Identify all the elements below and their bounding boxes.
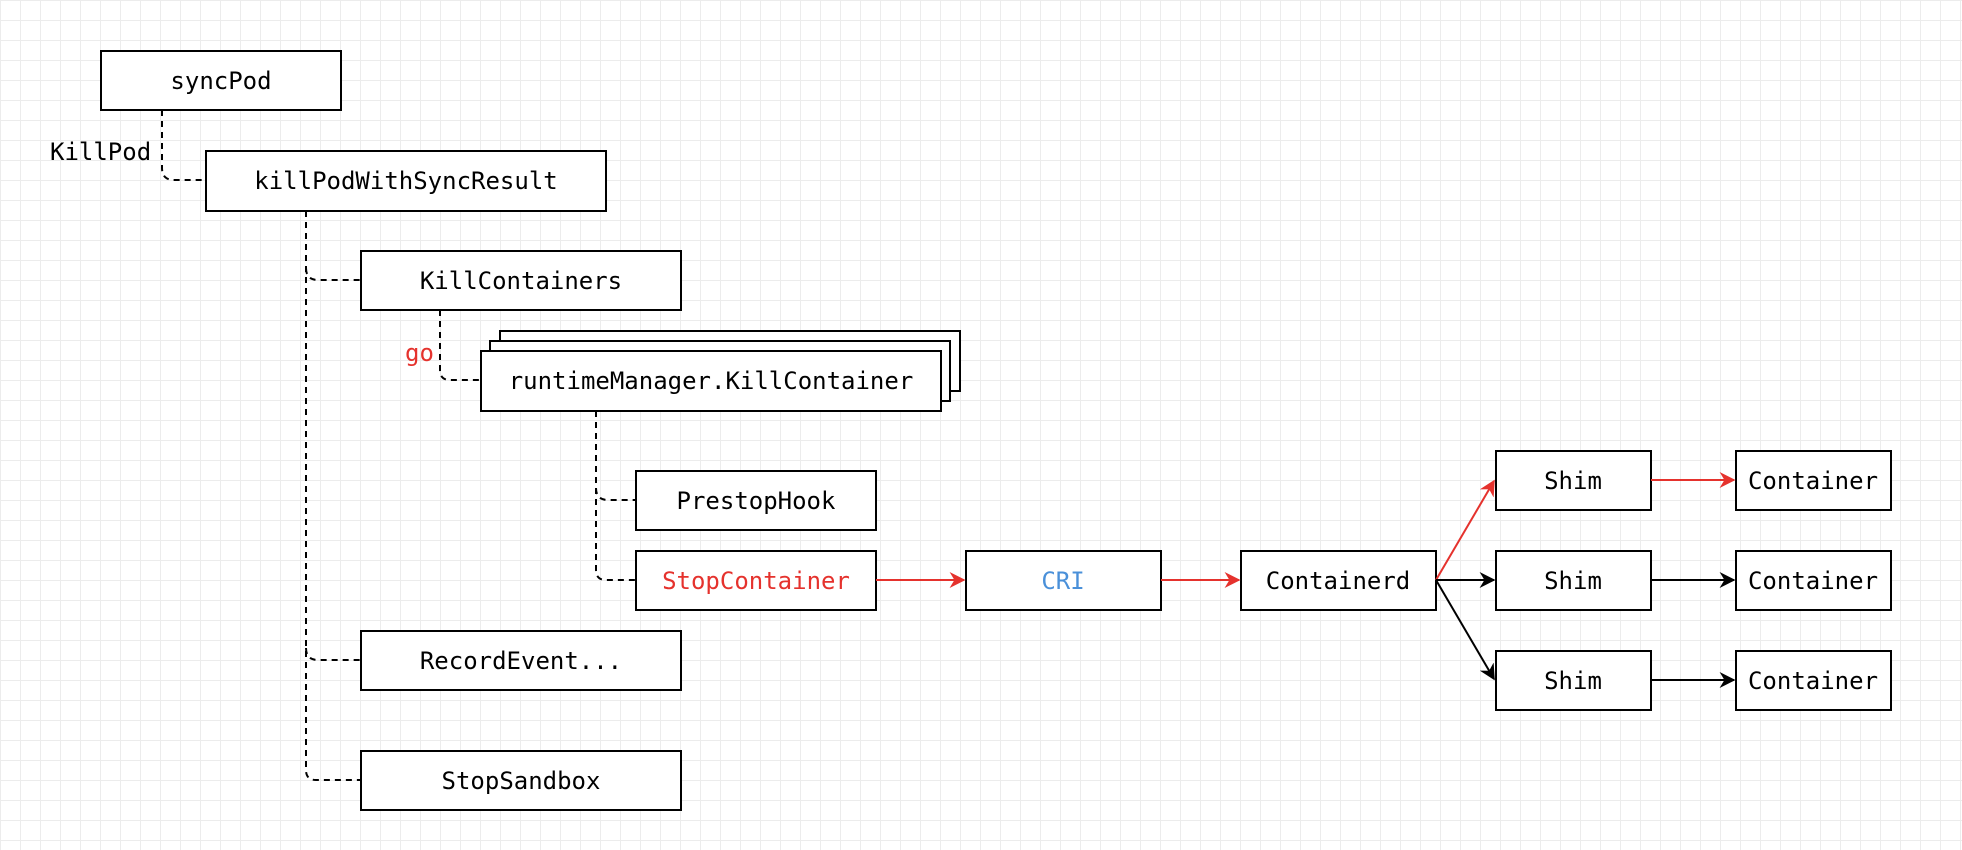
connector-killpodwithsyncresult-trunk [305, 211, 360, 781]
stopsandbox-node: StopSandbox [360, 750, 682, 811]
connector-killcontainer-trunk [595, 411, 636, 581]
arrow-containerd-to-shim-top [1435, 479, 1495, 581]
container-label-middle: Container [1748, 567, 1878, 595]
container-node-middle: Container [1735, 550, 1892, 611]
killcontainer-stack-node: runtimeManager.KillContainer [480, 330, 961, 412]
containerd-label: Containerd [1266, 567, 1411, 595]
stopsandbox-label: StopSandbox [442, 767, 601, 795]
killcontainers-node: KillContainers [360, 250, 682, 311]
shim-label-middle: Shim [1544, 567, 1602, 595]
connector-killcontainers-killcontainer [439, 310, 480, 381]
shim-node-bottom: Shim [1495, 650, 1652, 711]
shim-node-middle: Shim [1495, 550, 1652, 611]
stopcontainer-label: StopContainer [662, 567, 850, 595]
shim-label-bottom: Shim [1544, 667, 1602, 695]
stopcontainer-node: StopContainer [635, 550, 877, 611]
arrow-containerd-to-shim-bottom [1435, 579, 1495, 681]
container-node-bottom: Container [1735, 650, 1892, 711]
recordevent-node: RecordEvent... [360, 630, 682, 691]
shim-node-top: Shim [1495, 450, 1652, 511]
shim-label-top: Shim [1544, 467, 1602, 495]
killpodwithsyncresult-label: killPodWithSyncResult [254, 167, 557, 195]
killpodwithsyncresult-node: killPodWithSyncResult [205, 150, 607, 212]
connector-to-killcontainers [305, 267, 360, 281]
container-node-top: Container [1735, 450, 1892, 511]
go-edge-label: go [405, 339, 434, 367]
connector-to-prestophook [595, 487, 636, 501]
killcontainers-label: KillContainers [420, 267, 622, 295]
cri-label: CRI [1041, 567, 1084, 595]
container-label-top: Container [1748, 467, 1878, 495]
killpod-edge-label: KillPod [50, 138, 151, 166]
connector-to-recordevent [305, 647, 360, 661]
syncpod-label: syncPod [170, 67, 271, 95]
containerd-node: Containerd [1240, 550, 1437, 611]
connector-syncpod-killpodwithsyncresult [161, 110, 206, 181]
syncpod-node: syncPod [100, 50, 342, 111]
killcontainer-label: runtimeManager.KillContainer [509, 367, 914, 395]
prestophook-node: PrestopHook [635, 470, 877, 531]
cri-node: CRI [965, 550, 1162, 611]
prestophook-label: PrestopHook [677, 487, 836, 515]
container-label-bottom: Container [1748, 667, 1878, 695]
recordevent-label: RecordEvent... [420, 647, 622, 675]
